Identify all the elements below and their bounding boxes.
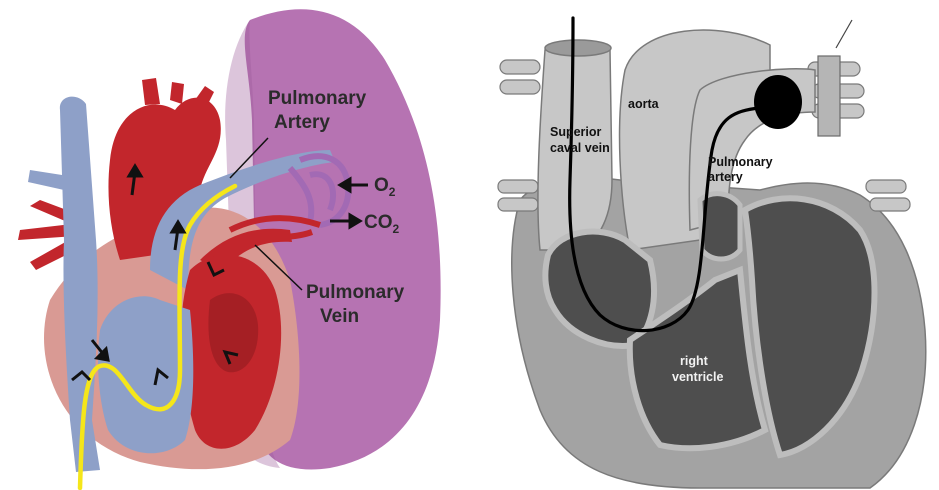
label-superior-caval-vein-line1: Superior xyxy=(550,125,602,139)
label-pulmonary-artery-line1: Pulmonary xyxy=(268,88,367,109)
arrow-ivc xyxy=(71,369,92,382)
leader-pulmonary-artery xyxy=(229,137,269,179)
label-carbon-dioxide: CO2 xyxy=(364,212,400,236)
clamp-device xyxy=(817,55,841,137)
arrow-rv xyxy=(153,367,169,386)
catheter-yellow xyxy=(77,183,238,490)
label-pulmonary-artery-right-line1: Pulmonary xyxy=(708,155,773,169)
aorta-branch-2 xyxy=(170,82,184,104)
aorta-branch-1 xyxy=(142,78,160,105)
label-pulmonary-vein-line1: Pulmonary xyxy=(306,282,405,303)
aorta-branch-3 xyxy=(195,86,214,108)
left-atrium xyxy=(697,191,743,262)
caval-vein-opening xyxy=(544,39,612,57)
catheter-black xyxy=(568,16,762,333)
vena-cava-side-branch xyxy=(28,170,64,190)
label-superior-caval-vein-line2: caval vein xyxy=(550,141,610,155)
left-panel-heart-lung-illustration: Pulmonary Artery Pulmonary Vein O2 CO2 xyxy=(18,9,441,490)
label-pulmonary-artery-right-line2: artery xyxy=(708,170,743,184)
left-heart-chamber-inner xyxy=(208,293,259,373)
label-pulmonary-vein-line2: Vein xyxy=(320,306,359,327)
label-right-ventricle-line1: right xyxy=(680,354,709,368)
label-pulmonary-artery-line2: Artery xyxy=(274,112,330,133)
arrow-vein xyxy=(206,261,225,278)
arrow-lv xyxy=(222,349,239,365)
flow-arrows xyxy=(71,163,368,386)
pulmonary-artery-trunk xyxy=(150,150,335,290)
leader-pulmonary-vein xyxy=(254,244,303,291)
label-aorta: aorta xyxy=(628,97,660,111)
label-oxygen: O2 xyxy=(374,175,396,199)
left-ventricle xyxy=(741,195,878,459)
pointer-line xyxy=(835,19,853,49)
right-panel-catheter-diagram: aorta Superior caval vein Pulmonary arte… xyxy=(497,16,927,489)
superior-caval-vein xyxy=(537,49,613,251)
right-heart-chamber xyxy=(98,296,194,454)
label-right-ventricle-line2: ventricle xyxy=(672,370,723,384)
catheter-balloon xyxy=(754,75,802,129)
